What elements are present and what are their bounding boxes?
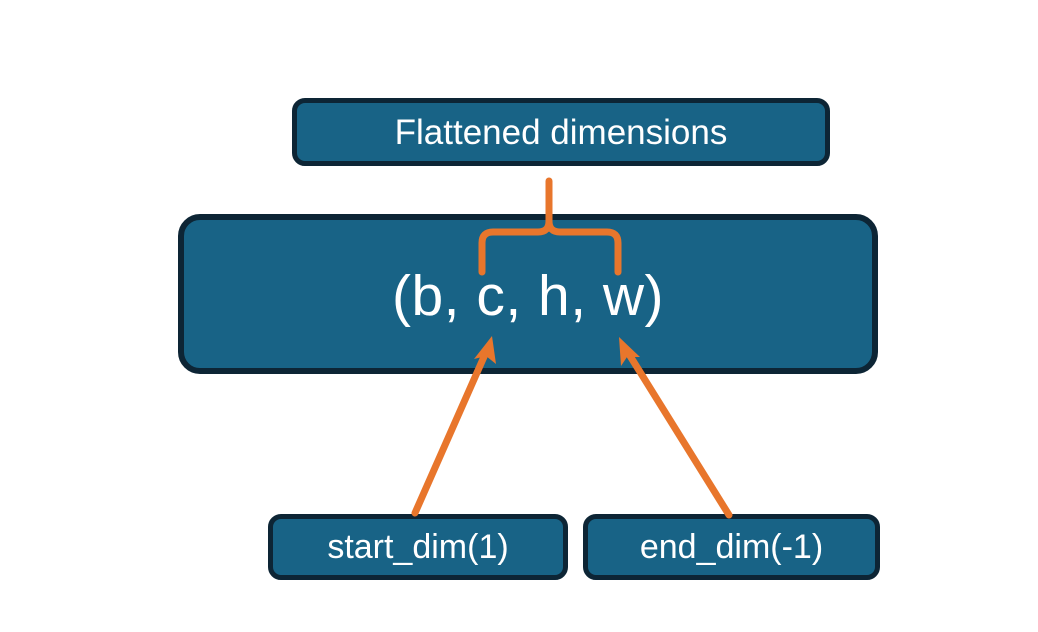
end-dim-node[interactable]: end_dim(-1) [583, 514, 880, 580]
end-dim-label: end_dim(-1) [639, 528, 824, 566]
tensor-shape-node[interactable]: (b, c, h, w) [178, 214, 878, 374]
start-dim-label: start_dim(1) [327, 528, 509, 566]
start-dim-node[interactable]: start_dim(1) [268, 514, 568, 580]
tensor-shape-label: (b, c, h, w) [391, 263, 665, 328]
flattened-dimensions-label: Flattened dimensions [394, 112, 728, 152]
flattened-dimensions-node[interactable]: Flattened dimensions [292, 98, 830, 166]
